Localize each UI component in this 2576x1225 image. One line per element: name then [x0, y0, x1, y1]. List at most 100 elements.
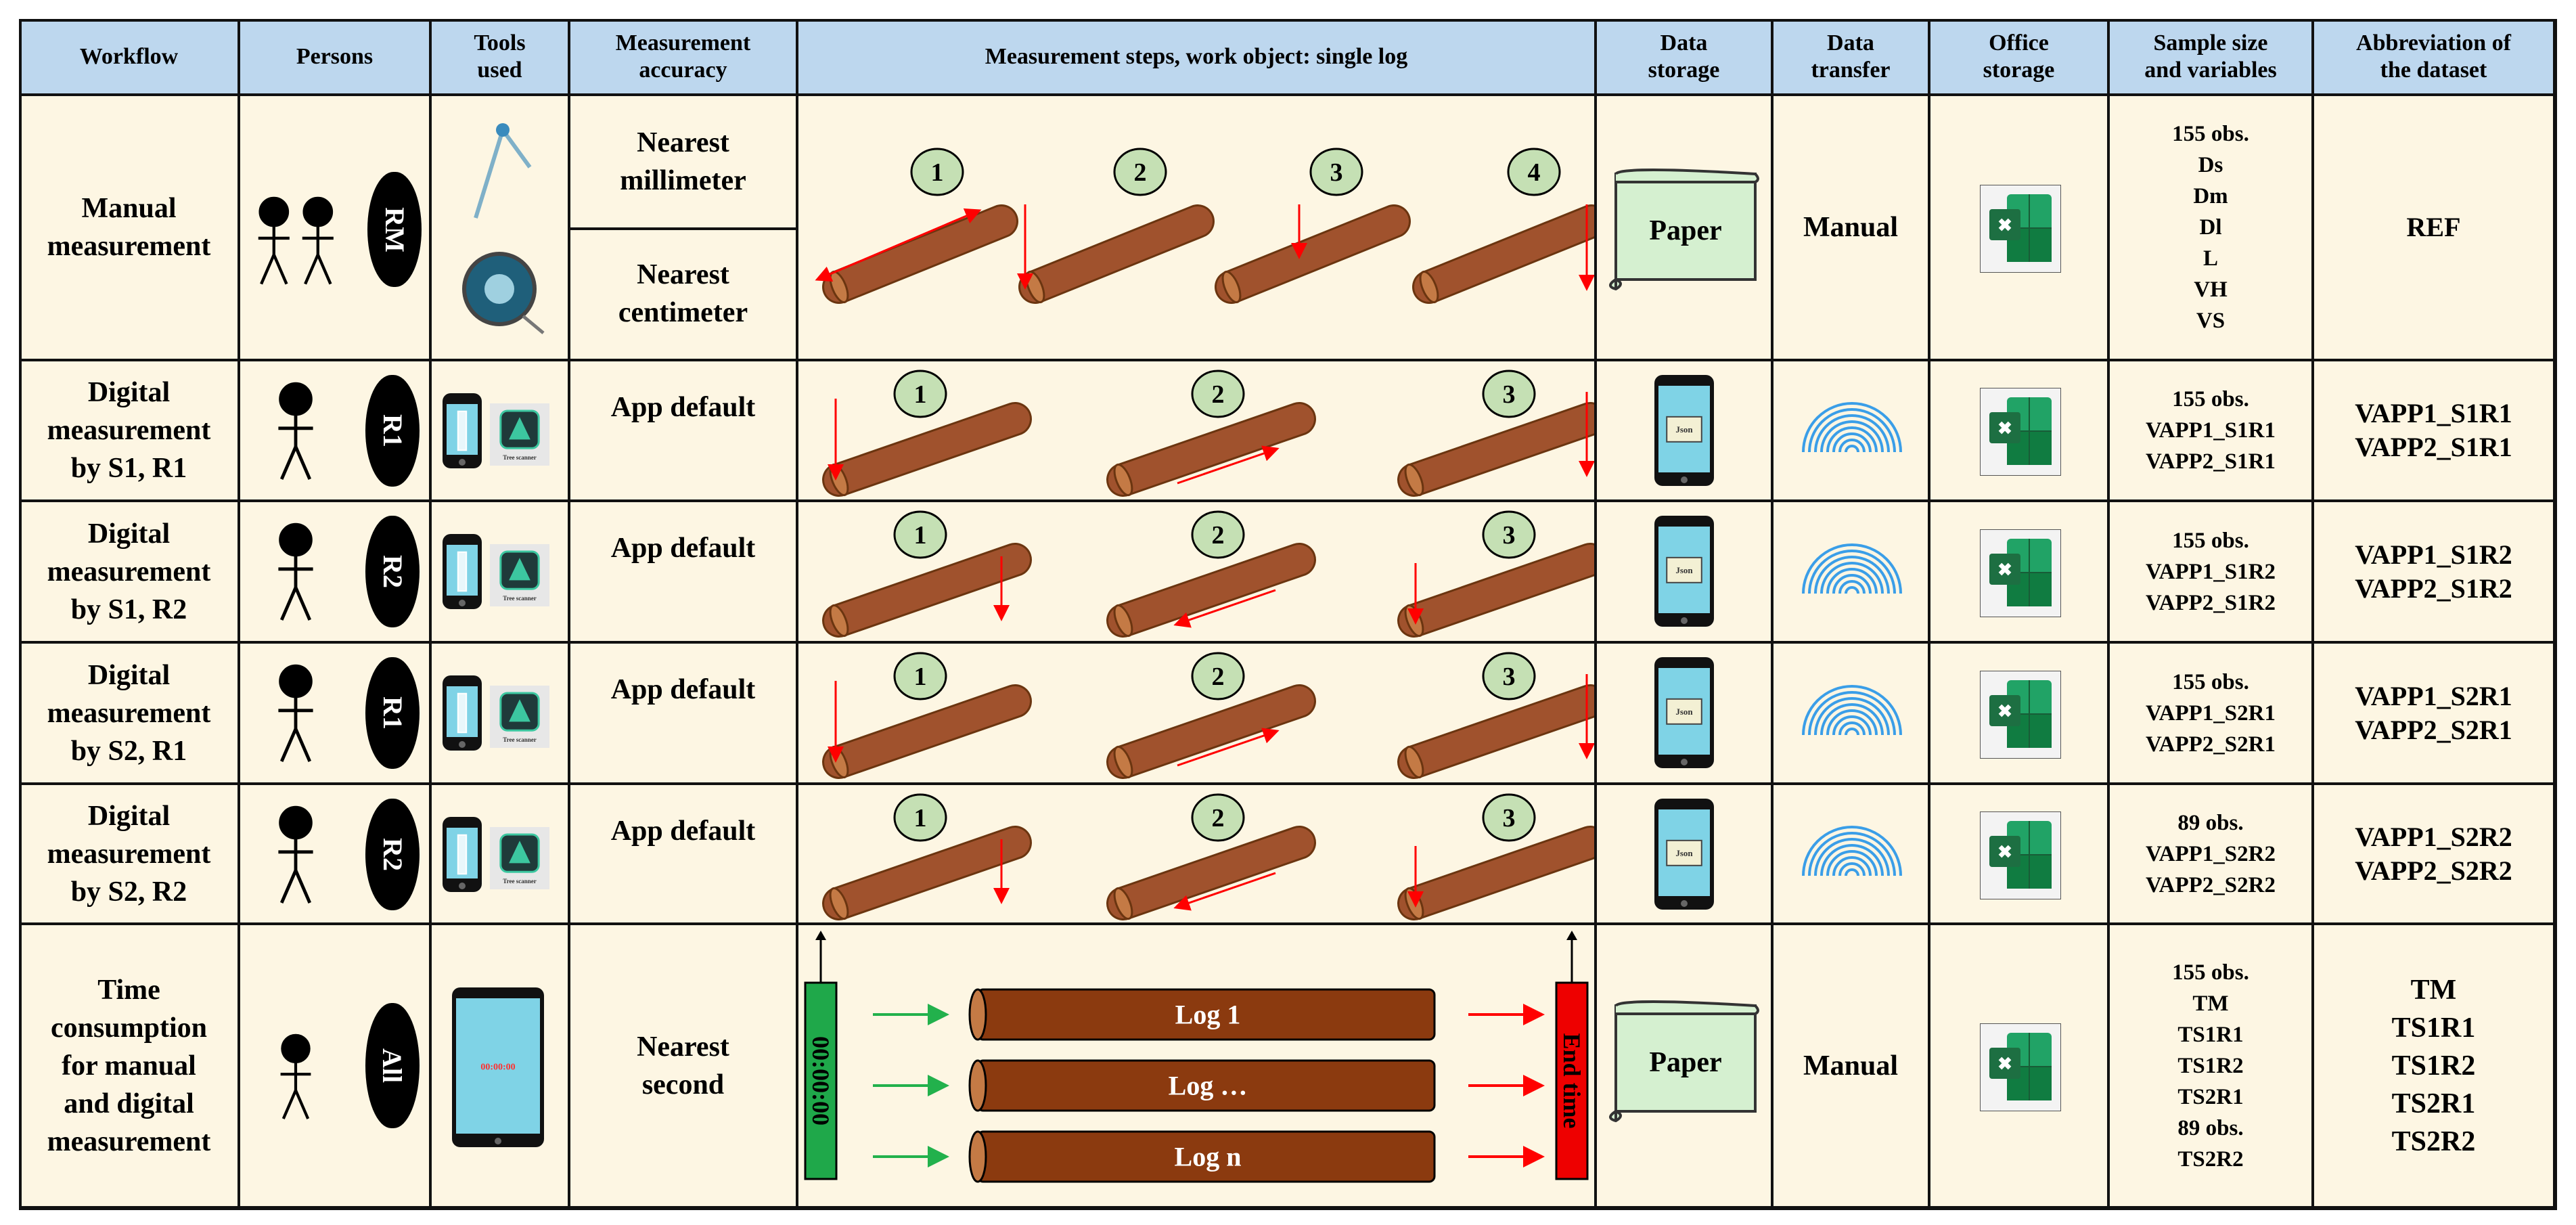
accuracy-text: Nearest: [637, 1031, 729, 1063]
log-bar: Log …: [968, 1059, 1436, 1112]
person-number: 2: [291, 812, 300, 834]
data-storage-cell: Paper: [1597, 925, 1773, 1209]
role-badge: R2: [365, 799, 420, 910]
step-circle-icon: 2: [1191, 370, 1245, 418]
person-icon: 1: [278, 382, 313, 480]
header-text: Sample size: [2153, 30, 2268, 55]
workflow-text: measurement: [47, 556, 211, 587]
workflow-text: Digital: [87, 377, 171, 408]
svg-text:✖: ✖: [1997, 419, 2012, 439]
log-icon: [1106, 826, 1316, 920]
log-icon: [1215, 204, 1411, 304]
app-name: Tree scanner: [503, 736, 536, 743]
badge-label: RM: [379, 206, 410, 252]
data-transfer-cell: [1773, 502, 1930, 644]
header-text-block: Workflow: [80, 43, 178, 70]
log-icon: [822, 684, 1032, 779]
abbreviation-text: TM: [2410, 974, 2457, 1006]
accuracy-text-block: App default: [611, 671, 756, 709]
step-circle-icon: 2: [1191, 652, 1245, 700]
tools-cell: Tree scanner: [432, 785, 570, 925]
transfer-text: Manual: [1803, 212, 1899, 243]
timer-phone-icon: 00:00:00: [452, 987, 544, 1147]
smartphone-icon: [443, 817, 482, 892]
tree-scanner-app-icon: Tree scanner: [490, 827, 549, 889]
header-text: transfer: [1811, 58, 1891, 83]
abbreviation-text: VAPP1_S1R2: [2355, 539, 2512, 570]
office-storage-cell: ✖: [1930, 925, 2110, 1209]
abbreviation-text: VAPP2_S1R2: [2355, 573, 2512, 604]
log-icon: [1106, 684, 1316, 779]
excel-icon: ✖: [1979, 670, 2061, 759]
step-number: 4: [1528, 158, 1541, 187]
accuracy-cell: App default: [570, 361, 798, 502]
app-name: Tree scanner: [503, 454, 536, 461]
workflow-text: measurement: [47, 697, 211, 729]
excel-icon: ✖: [1979, 1023, 2061, 1111]
accuracy-text: App default: [610, 674, 756, 705]
log-label: Log 1: [1175, 1000, 1241, 1030]
person-icon: 2: [278, 805, 313, 904]
accuracy-text-block: App default: [611, 812, 756, 850]
transfer-text: Manual: [1803, 1050, 1899, 1082]
accuracy-text-block: App default: [611, 529, 756, 567]
wifi-wave-icon: [1802, 684, 1902, 735]
smartphone-icon: Json: [1654, 799, 1714, 910]
step-circle-icon: 3: [1309, 148, 1363, 196]
svg-text:✖: ✖: [1997, 1054, 2012, 1073]
header-workflow: Workflow: [20, 20, 240, 96]
workflow-text: measurement: [47, 415, 211, 446]
step-number: 3: [1503, 380, 1516, 409]
abbreviation-text: REF: [2406, 212, 2461, 242]
header-text: Workflow: [79, 44, 179, 69]
person-icon: [280, 1033, 311, 1119]
measure-arrow: [1177, 728, 1280, 767]
step-circle-icon: 3: [1482, 370, 1536, 418]
office-storage-cell: ✖: [1930, 785, 2110, 925]
abbreviation-text: TS2R2: [2391, 1126, 2476, 1157]
excel-icon: ✖: [1979, 811, 2061, 899]
smartphone-icon: Json: [1654, 657, 1714, 768]
person-number: 1: [291, 388, 300, 410]
log-icon: [1397, 684, 1594, 779]
workflow-text: and digital: [64, 1088, 194, 1119]
sample-text: 89 obs.: [2177, 1115, 2244, 1140]
badge-label: R2: [377, 838, 408, 871]
sample-text: TS1R1: [2177, 1022, 2244, 1047]
sample-text: 89 obs.: [2177, 810, 2244, 835]
workflow-text: Manual: [81, 193, 177, 224]
step-number: 3: [1330, 158, 1343, 187]
header-text-block: Persons: [296, 43, 373, 70]
data-storage-cell: Json: [1597, 785, 1773, 925]
log-icon: [822, 204, 1018, 304]
tools-cell: Tree scanner: [432, 644, 570, 785]
abbreviation-text: VAPP2_S2R2: [2355, 855, 2512, 886]
data-transfer-cell: Manual: [1773, 925, 1930, 1209]
excel-icon: ✖: [1979, 388, 2061, 476]
log-icon: [822, 826, 1032, 920]
sample-text: 155 obs.: [2172, 960, 2249, 985]
sample-text: TS2R2: [2177, 1146, 2244, 1172]
sample-text: TS1R2: [2177, 1053, 2244, 1078]
sample-text: VAPP1_S2R1: [2146, 700, 2276, 726]
sample-text: 155 obs.: [2172, 387, 2249, 411]
step-circle-icon: 2: [1113, 148, 1167, 196]
wifi-wave-icon: [1802, 402, 1902, 453]
